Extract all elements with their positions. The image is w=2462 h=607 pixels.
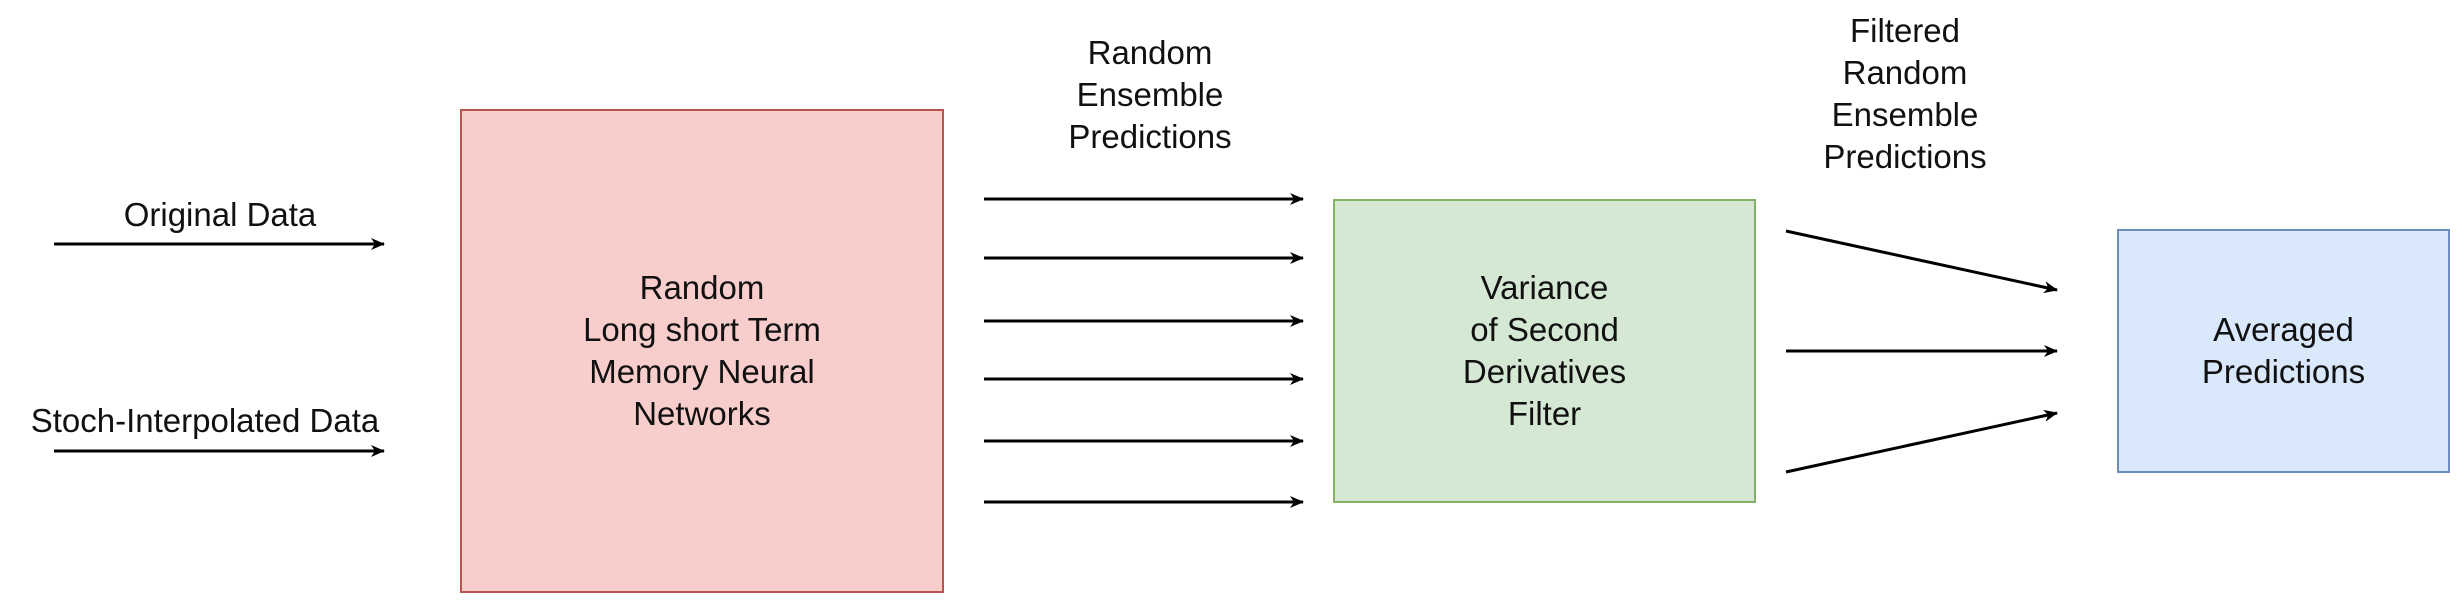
variance-second-derivatives-filter-box: Variance of Second Derivatives Filter [1333,199,1756,503]
random-lstm-networks-box: Random Long short Term Memory Neural Net… [460,109,944,593]
random-ensemble-predictions-label: Random Ensemble Predictions [1068,34,1232,155]
arrows-group [54,193,2058,508]
filtered-prediction-arrow-1 [1785,229,2058,294]
stoch-interpolated-data-label: Stoch-Interpolated Data [30,402,380,439]
filtered-prediction-arrow-3 [1785,409,2058,474]
filtered-random-ensemble-predictions-label: Filtered Random Ensemble Predictions [1823,12,1987,175]
variance-second-derivatives-filter-label: Variance of Second Derivatives Filter [1462,269,1627,432]
averaged-predictions-label: Averaged Predictions [2201,311,2366,390]
random-lstm-networks-label: Random Long short Term Memory Neural Net… [583,269,821,432]
original-data-label: Original Data [123,196,317,233]
averaged-predictions-box: Averaged Predictions [2117,229,2450,473]
